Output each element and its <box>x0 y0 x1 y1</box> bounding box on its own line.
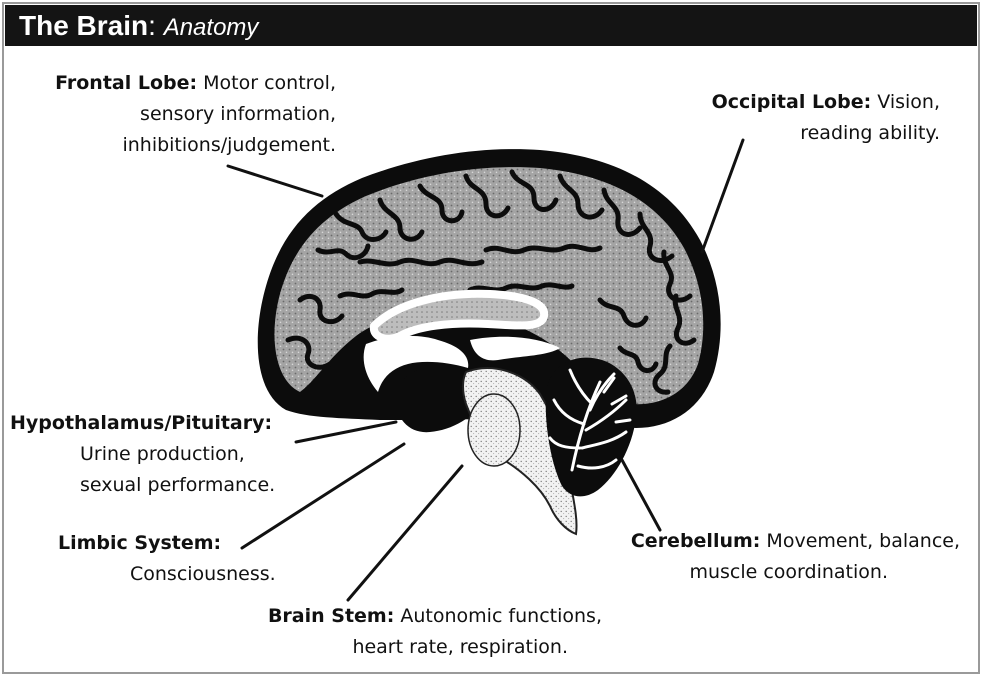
label-brain-stem: Brain Stem: Autonomic functions, heart r… <box>250 601 602 663</box>
page-title: The Brain: Anatomy <box>19 11 258 43</box>
title-separator: : <box>148 10 164 41</box>
label-brainstem-line2: heart rate, respiration. <box>352 636 568 658</box>
title-subtitle: Anatomy <box>163 14 259 41</box>
leader-cerebellum <box>620 458 662 532</box>
leader-lines <box>226 138 745 602</box>
label-occipital-line1: Vision, <box>871 91 940 113</box>
label-cerebellum: Cerebellum: Movement, balance, muscle co… <box>596 526 960 588</box>
label-occipital-name: Occipital Lobe: <box>711 91 872 113</box>
label-frontal-line1: Motor control, <box>197 72 336 94</box>
label-limbic-system: Limbic System: Consciousness. <box>58 528 298 590</box>
label-cerebellum-line1: Movement, balance, <box>760 530 960 552</box>
third-ventricle <box>470 336 560 361</box>
leader-limbic <box>240 442 406 550</box>
label-brainstem-name: Brain Stem: <box>267 605 395 627</box>
label-hypothalamus-name: Hypothalamus/Pituitary: <box>10 412 273 434</box>
label-frontal-lobe: Frontal Lobe: Motor control, sensory inf… <box>18 68 336 161</box>
leader-frontal <box>226 164 324 198</box>
label-occipital-line2: reading ability. <box>800 122 940 144</box>
label-cerebellum-name: Cerebellum: <box>630 530 761 552</box>
label-frontal-line2: sensory information, <box>140 103 336 125</box>
lateral-ventricle <box>363 335 469 392</box>
label-frontal-name: Frontal Lobe: <box>55 72 198 94</box>
cerebral-cortex <box>274 167 704 405</box>
label-brainstem-line1: Autonomic functions, <box>394 605 602 627</box>
label-frontal-line3: inhibitions/judgement. <box>122 134 336 156</box>
corpus-callosum <box>369 289 549 343</box>
label-limbic-line2: Consciousness. <box>130 563 276 585</box>
title-bar: The Brain: Anatomy <box>5 5 977 46</box>
label-limbic-name: Limbic System: <box>58 532 222 554</box>
pons <box>467 393 521 467</box>
leader-hypothalamus <box>294 420 398 444</box>
cortical-sulci <box>285 169 697 395</box>
label-occipital-lobe: Occipital Lobe: Vision, reading ability. <box>690 87 940 149</box>
label-hypothalamus: Hypothalamus/Pituitary: Urine production… <box>10 408 310 501</box>
leader-occipital <box>700 138 745 254</box>
label-hypothalamus-line3: sexual performance. <box>80 474 276 496</box>
arbor-vitae <box>548 368 632 472</box>
leader-brainstem <box>346 464 464 602</box>
title-main: The Brain <box>19 10 149 41</box>
label-hypothalamus-line2: Urine production, <box>80 443 245 465</box>
label-cerebellum-line2: muscle coordination. <box>689 561 888 583</box>
